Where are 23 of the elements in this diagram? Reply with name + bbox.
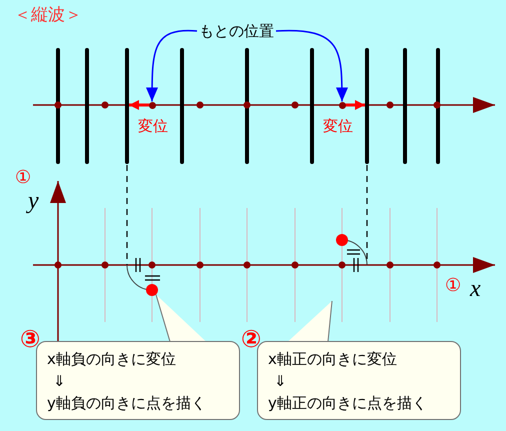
axis-label: x: [470, 276, 481, 302]
callout-number: ②: [241, 326, 262, 352]
implies-arrow: ⇓: [52, 371, 67, 392]
callout-text: y軸正の向きに点を描く: [268, 393, 428, 414]
callout-text: y軸負の向きに点を描く: [47, 393, 207, 414]
callout-tail: [288, 300, 332, 342]
circled-number: ①: [15, 168, 32, 188]
position-label: もとの位置: [199, 22, 274, 40]
curved-arrow: [276, 30, 348, 102]
callout-text: x軸負の向きに変位: [47, 349, 177, 370]
title-label: ＜縦波＞: [14, 6, 82, 25]
displacement-label: 変位: [323, 118, 353, 134]
callout-text: x軸正の向きに変位: [268, 349, 398, 370]
plotted-point: [146, 284, 158, 296]
callout-number: ③: [20, 326, 40, 352]
axis-label: y: [28, 188, 39, 214]
axis-dot: [338, 102, 346, 108]
axis-dot: [148, 102, 156, 108]
circled-number: ①: [445, 276, 462, 296]
curved-arrow: [146, 30, 198, 102]
callout-tail: [155, 294, 206, 342]
implies-arrow: ⇓: [273, 371, 288, 392]
displacement-label: 変位: [138, 118, 168, 134]
